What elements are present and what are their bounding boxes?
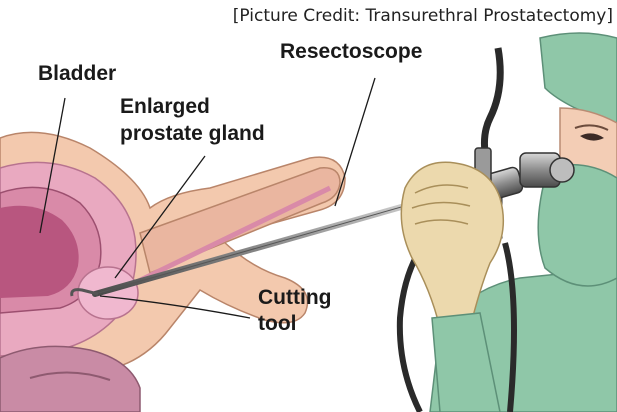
turp-diagram: Bladder Enlarged prostate gland Resectos… (0, 28, 617, 412)
illustration: Bladder Enlarged prostate gland Resectos… (0, 28, 617, 412)
label-bladder: Bladder (38, 62, 116, 85)
label-resectoscope: Resectoscope (280, 40, 422, 63)
label-cutting-line2: tool (258, 312, 296, 335)
resectoscope-leader-line (335, 78, 375, 206)
picture-credit: [Picture Credit: Transurethral Prostatec… (233, 6, 613, 26)
label-prostate-line1: Enlarged (120, 95, 210, 118)
label-prostate-line2: prostate gland (120, 122, 265, 145)
label-cutting-line1: Cutting (258, 286, 331, 309)
